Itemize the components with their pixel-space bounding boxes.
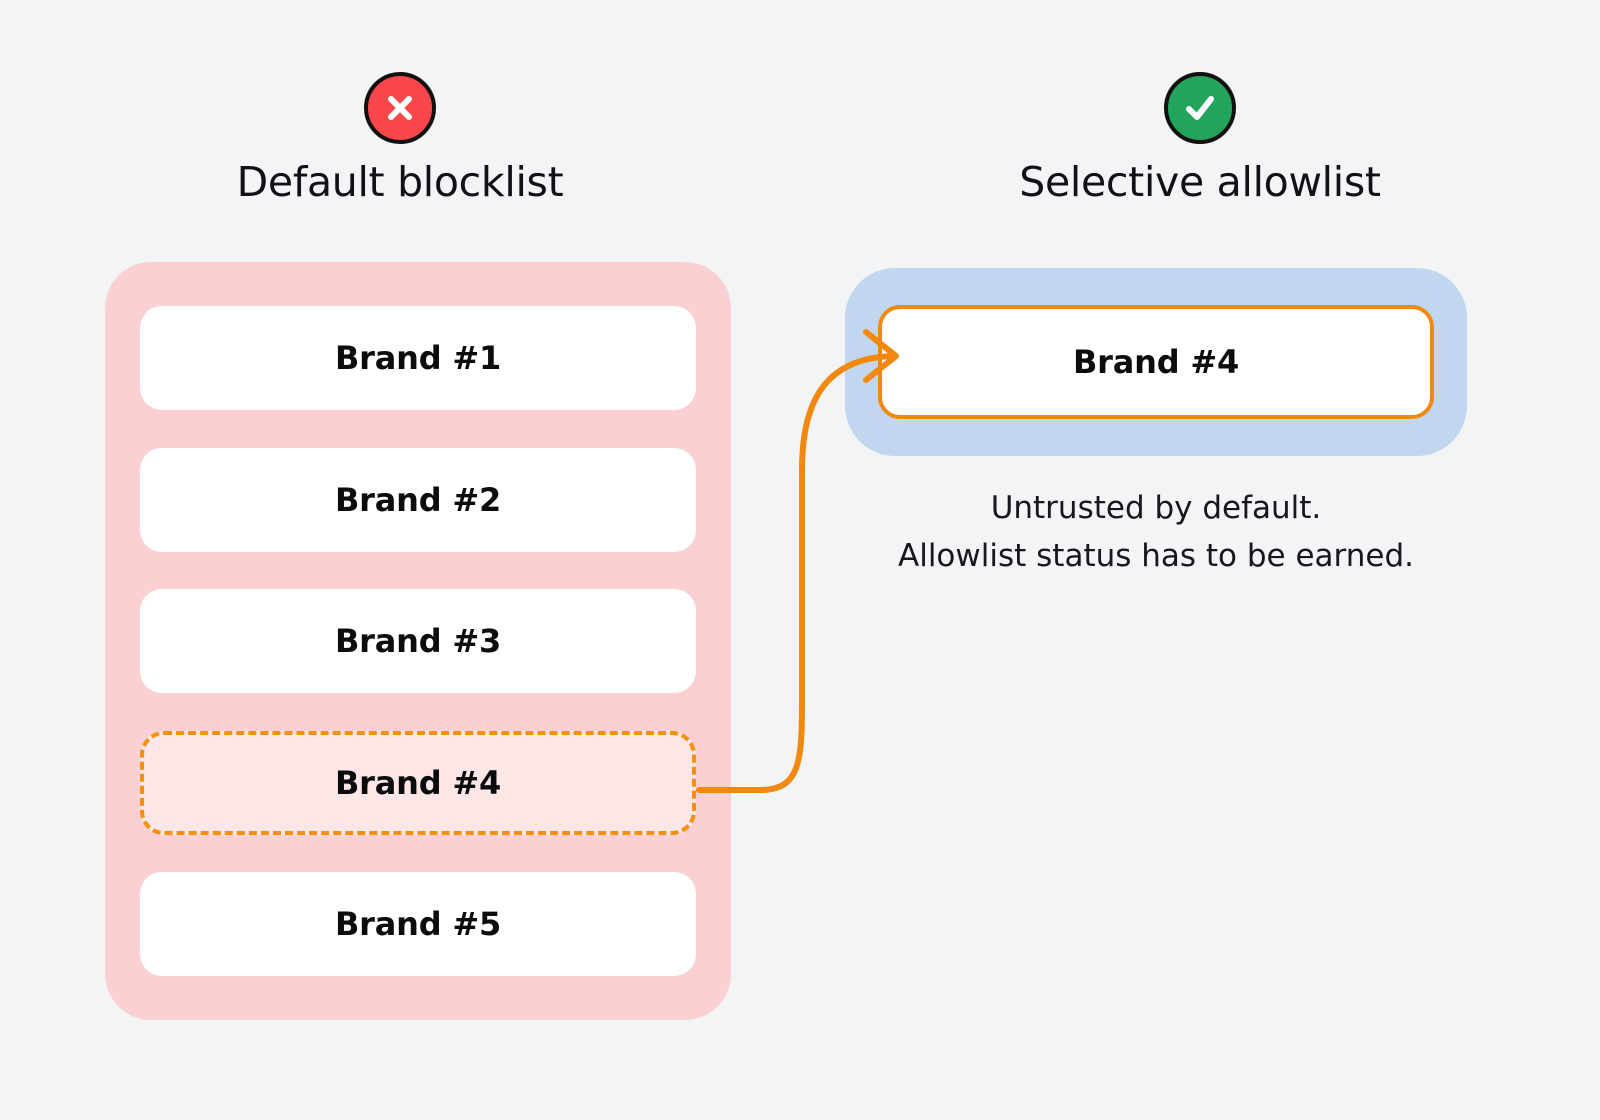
brand-card-1[interactable]: Brand #1 [140, 306, 696, 410]
blocklist-title: Default blocklist [236, 158, 564, 206]
allowlist-caption: Untrusted by default. Allowlist status h… [845, 484, 1467, 580]
allowlist-brand-card-4[interactable]: Brand #4 [878, 305, 1434, 419]
brand-card-5[interactable]: Brand #5 [140, 872, 696, 976]
brand-card-2[interactable]: Brand #2 [140, 447, 696, 552]
brand-card-3[interactable]: Brand #3 [140, 589, 696, 693]
brand-card-4-highlighted[interactable]: Brand #4 [140, 730, 696, 835]
brand-card-5-label: Brand #5 [334, 905, 502, 943]
brand-card-2-label: Brand #2 [334, 480, 502, 519]
brand-card-4-label: Brand #4 [334, 763, 502, 802]
x-circle-icon [364, 72, 436, 144]
blocklist-container: Brand #1 Brand #2 Brand #3 Brand #4 Bran… [105, 262, 731, 1020]
brand-card-1-label: Brand #1 [334, 339, 502, 377]
brand-card-3-label: Brand #3 [334, 622, 502, 660]
allowlist-caption-line-1: Untrusted by default. [990, 490, 1322, 526]
allowlist-caption-line-2: Allowlist status has to be earned. [898, 538, 1414, 574]
check-circle-icon [1164, 72, 1236, 144]
allowlist-container: Brand #4 [845, 268, 1467, 456]
blocklist-badge-wrap [0, 72, 800, 144]
allowlist-brand-card-4-label: Brand #4 [1072, 343, 1240, 381]
allowlist-badge-wrap [800, 72, 1600, 144]
allowlist-title: Selective allowlist [1019, 158, 1381, 206]
